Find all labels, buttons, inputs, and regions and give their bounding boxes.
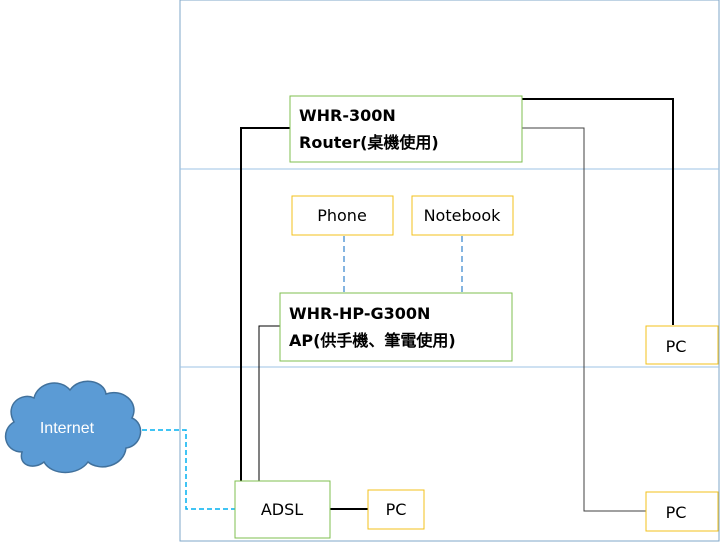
pc-adsl-box: PC <box>367 489 425 530</box>
pc-right-top-label: PC <box>666 337 687 356</box>
adsl-label: ADSL <box>261 500 303 519</box>
pc-right-bottom-label: PC <box>666 503 687 522</box>
wire-ap-to-adsl <box>258 325 280 481</box>
pc-right-top-box: PC <box>645 325 719 365</box>
pc-right-bottom-box: PC <box>645 491 719 532</box>
router-model: WHR-300N <box>299 106 396 125</box>
wire-router-to-pc-top <box>522 98 674 325</box>
wire-router-to-adsl <box>240 127 290 481</box>
phone-label: Phone <box>317 206 367 225</box>
router-role: Router(桌機使用) <box>299 133 439 152</box>
ap-role: AP(供手機、筆電使用) <box>289 331 456 350</box>
notebook-label: Notebook <box>424 206 502 225</box>
notebook-box: Notebook <box>411 195 514 236</box>
ap-box: WHR-HP-G300N AP(供手機、筆電使用) <box>279 292 513 362</box>
internet-link <box>142 429 235 510</box>
phone-box: Phone <box>291 195 394 236</box>
building-outline <box>179 0 720 542</box>
internet-label: Internet <box>40 420 95 437</box>
ap-model: WHR-HP-G300N <box>289 304 430 323</box>
adsl-box: ADSL <box>234 480 331 539</box>
pc-adsl-label: PC <box>386 500 407 519</box>
router-box: WHR-300N Router(桌機使用) <box>289 95 523 163</box>
internet-cloud: Internet <box>4 380 142 474</box>
wire-router-to-pc-bottom <box>522 127 646 512</box>
